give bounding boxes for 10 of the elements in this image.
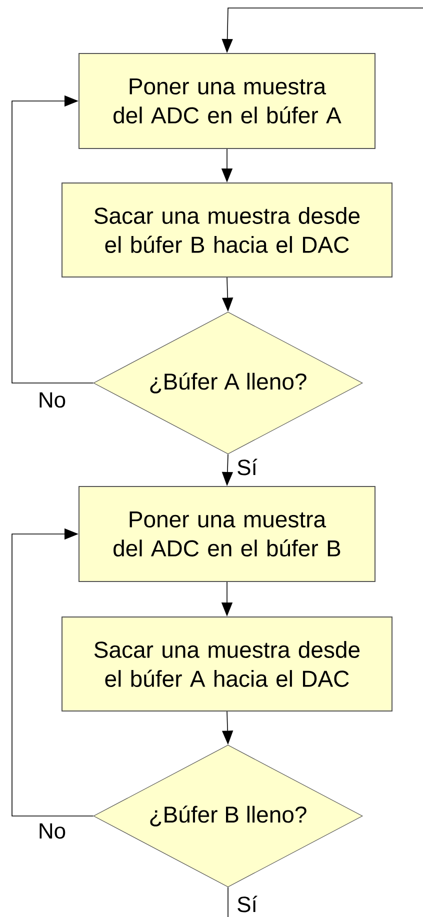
process-box: Sacar una muestra desde el búfer A hacia el DAC — [62, 616, 392, 712]
arrow — [12, 95, 94, 384]
process-box: Poner una muestra del ADC en el búfer A — [78, 53, 376, 149]
edge-label: Sí — [236, 894, 258, 914]
edge-label: Sí — [236, 458, 258, 476]
edge-label: No — [36, 822, 68, 840]
arrow — [12, 528, 94, 816]
process-box: Poner una muestra del ADC en el búfer B — [78, 486, 376, 582]
process-box: Sacar una muestra desde el búfer B hacia el DAC — [62, 182, 392, 278]
edge-label: No — [36, 391, 68, 409]
